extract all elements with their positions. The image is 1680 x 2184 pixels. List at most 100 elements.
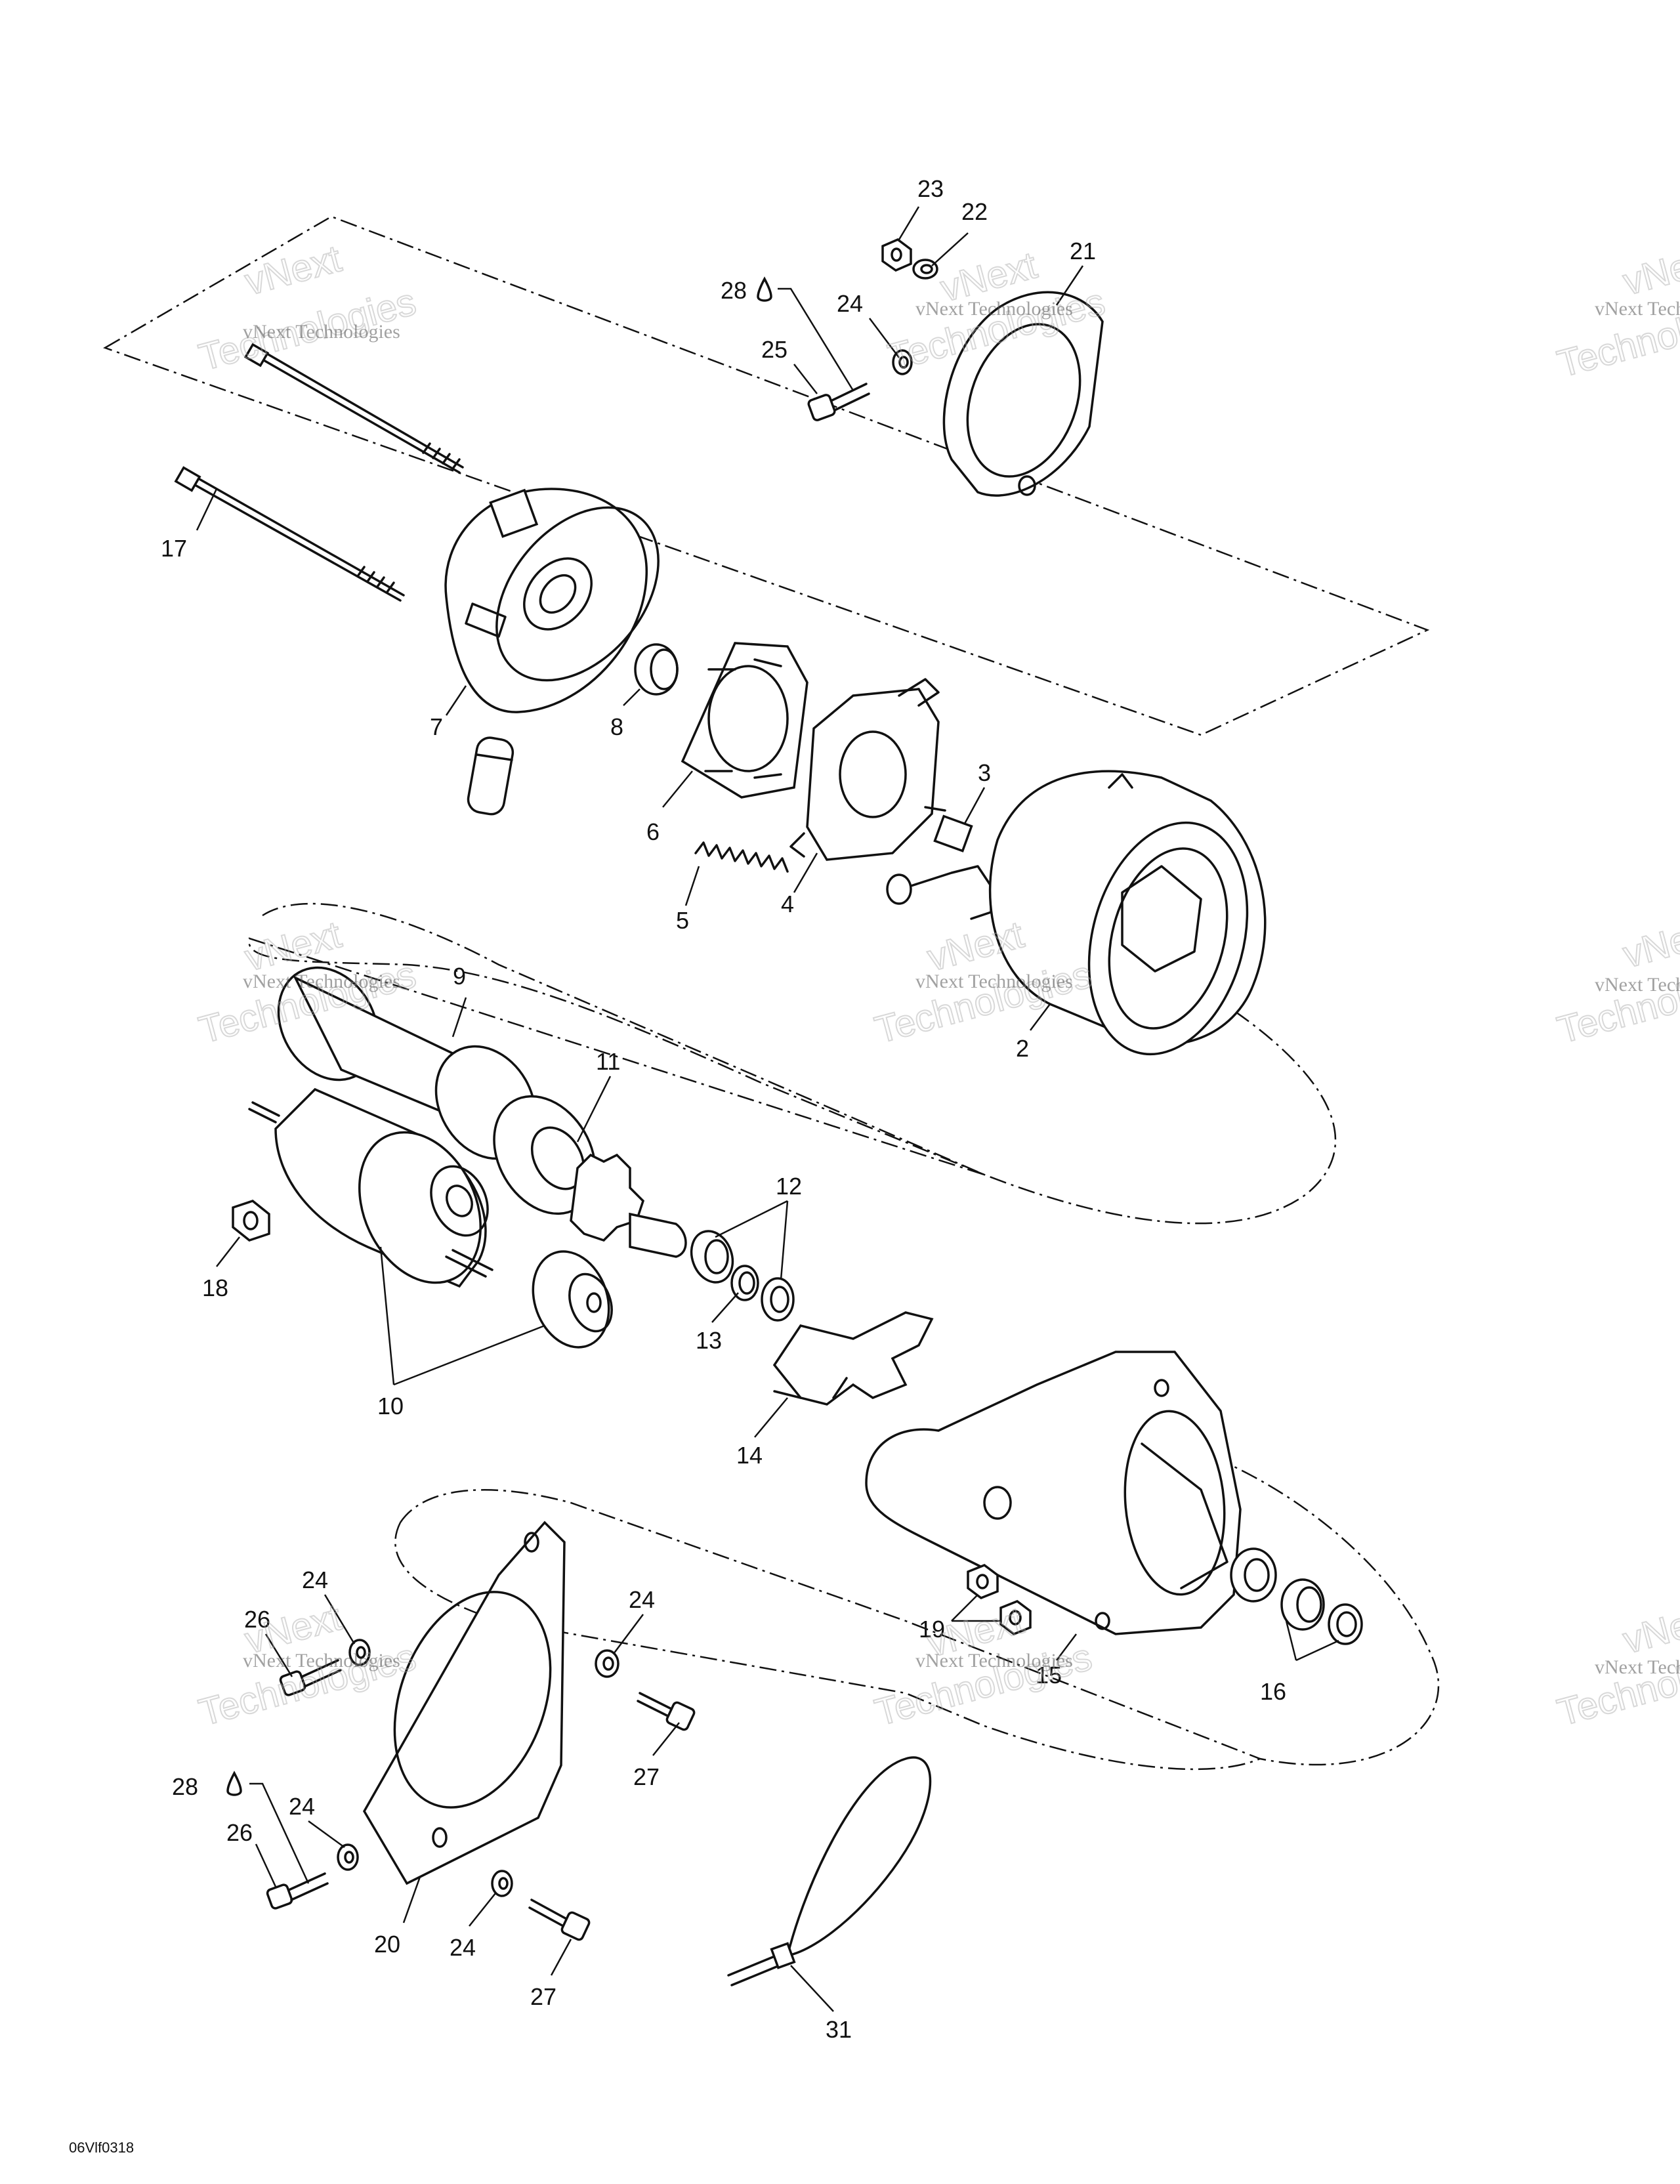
svg-text:vNext: vNext (1619, 910, 1680, 976)
callout-22: 22 (961, 198, 988, 225)
drive-housing-15 (865, 1351, 1277, 1635)
cable-tie-31 (727, 1756, 932, 1986)
callout-26-upper: 26 (244, 1606, 270, 1633)
washer-13 (730, 1265, 759, 1301)
end-cover-7 (444, 488, 660, 713)
washer-12 (761, 1277, 795, 1322)
brush-plate-6 (681, 642, 808, 799)
svg-text:vNext Technologies: vNext Technologies (1595, 974, 1680, 996)
callout-24-a: 24 (302, 1566, 328, 1593)
through-bolt-17-upper (243, 343, 464, 474)
screw-26-upper (279, 1659, 342, 1696)
callout-12: 12 (776, 1173, 802, 1200)
callout-28-lower: 28 (172, 1773, 198, 1800)
callout-8: 8 (610, 713, 623, 740)
figure-code: 06Vlf0318 (69, 2139, 134, 2156)
group-outline-lower (394, 1462, 1440, 1771)
callout-9: 9 (453, 963, 466, 990)
bushing-16 (1280, 1578, 1325, 1631)
brush-3 (886, 814, 992, 920)
callout-24-d: 24 (450, 1934, 476, 1961)
bearing-12 (690, 1230, 734, 1284)
callout-17: 17 (161, 535, 187, 562)
callout-19: 19 (919, 1616, 945, 1643)
callout-10: 10 (377, 1393, 404, 1419)
brush-holder-pin (467, 736, 514, 816)
plunger-cap-10 (532, 1250, 613, 1349)
callout-21: 21 (1070, 238, 1096, 264)
callout-23: 23 (917, 175, 944, 202)
callout-26-lower: 26 (226, 1819, 253, 1846)
spring-5 (694, 841, 789, 873)
brush-holder-4 (789, 678, 946, 861)
callout-18: 18 (202, 1274, 228, 1301)
watermark-lower-right: vNext Technologies vNext Technologies (1553, 1595, 1680, 1734)
callout-27-lower: 27 (530, 1983, 556, 2010)
svg-text:vNext Technologies: vNext Technologies (243, 971, 400, 992)
svg-text:vNext Technologies: vNext Technologies (243, 1650, 400, 1671)
watermark-lower-left: vNext Technologies vNext Technologies (194, 1595, 421, 1734)
oil-drop-icon-lower (226, 1771, 242, 1796)
screw-25 (807, 383, 870, 421)
washer-22 (912, 259, 938, 280)
callout-20: 20 (374, 1931, 400, 1958)
svg-text:Technologies: Technologies (871, 953, 1097, 1051)
drive-pinion-11 (493, 1095, 687, 1258)
callout-labels: 23 22 21 28 24 25 17 7 8 6 3 4 5 9 2 11 … (161, 175, 1286, 2043)
yoke-housing-2 (988, 770, 1267, 1056)
washer-24-lower-b (595, 1649, 620, 1678)
svg-text:vNext Technologies: vNext Technologies (1595, 298, 1680, 320)
svg-text:vNext Technologies: vNext Technologies (915, 971, 1073, 992)
svg-text:vNext Technologies: vNext Technologies (915, 1650, 1073, 1671)
shift-lever-14 (772, 1311, 934, 1406)
washer-16 (1328, 1603, 1363, 1645)
callout-7: 7 (430, 713, 443, 740)
svg-text:vNext: vNext (1619, 237, 1680, 303)
group-outline-upper (103, 215, 1430, 736)
screw-26-lower (266, 1872, 329, 1910)
washer-24-lower-d (491, 1870, 513, 1897)
solenoid-10 (248, 1087, 494, 1288)
callout-11: 11 (596, 1048, 620, 1075)
leader-lines (196, 206, 1339, 2012)
callout-5: 5 (676, 907, 689, 934)
watermark-upper-right: vNext Technologies vNext Technologies (1553, 236, 1680, 386)
callout-25: 25 (761, 336, 788, 363)
callout-16: 16 (1260, 1678, 1286, 1705)
callout-3: 3 (978, 759, 991, 786)
callout-31: 31 (826, 2016, 852, 2043)
svg-text:vNext Technologies: vNext Technologies (915, 298, 1073, 320)
watermark-upper-left: vNext Technologies vNext Technologies (194, 236, 421, 379)
callout-14: 14 (736, 1442, 763, 1469)
screw-27-lower (528, 1899, 591, 1941)
washer-24-lower-a (348, 1639, 371, 1666)
bracket-21 (942, 291, 1104, 497)
watermark-middle-right: vNext Technologies vNext Technologies (1553, 909, 1680, 1052)
svg-text:vNext: vNext (241, 237, 346, 303)
callout-24-c: 24 (289, 1793, 315, 1820)
nut-23 (881, 238, 912, 272)
adapter-plate-20 (362, 1521, 566, 1885)
svg-text:vNext Technologies: vNext Technologies (1595, 1656, 1680, 1678)
callout-15: 15 (1036, 1662, 1062, 1689)
callout-28-upper: 28 (721, 277, 747, 304)
callout-6: 6 (646, 818, 660, 845)
nut-19-lower (999, 1600, 1032, 1635)
callout-24-b: 24 (629, 1586, 655, 1613)
screw-27-upper (637, 1692, 696, 1731)
callout-4: 4 (781, 891, 794, 917)
oil-drop-icon-upper (757, 276, 772, 302)
callout-24-upper: 24 (837, 290, 863, 317)
through-bolt-17-lower (174, 466, 405, 602)
svg-text:vNext Technologies: vNext Technologies (243, 321, 400, 343)
watermark-lower-center: vNext Technologies vNext Technologies (870, 1598, 1097, 1734)
nut-18 (232, 1200, 270, 1242)
washer-24-lower-c (337, 1843, 359, 1871)
callout-2: 2 (1016, 1035, 1029, 1062)
nut-19-upper (967, 1564, 999, 1599)
bushing-8 (634, 643, 679, 696)
callout-27-upper: 27 (633, 1763, 660, 1790)
callout-13: 13 (696, 1327, 722, 1354)
svg-text:vNext: vNext (1619, 1595, 1680, 1662)
